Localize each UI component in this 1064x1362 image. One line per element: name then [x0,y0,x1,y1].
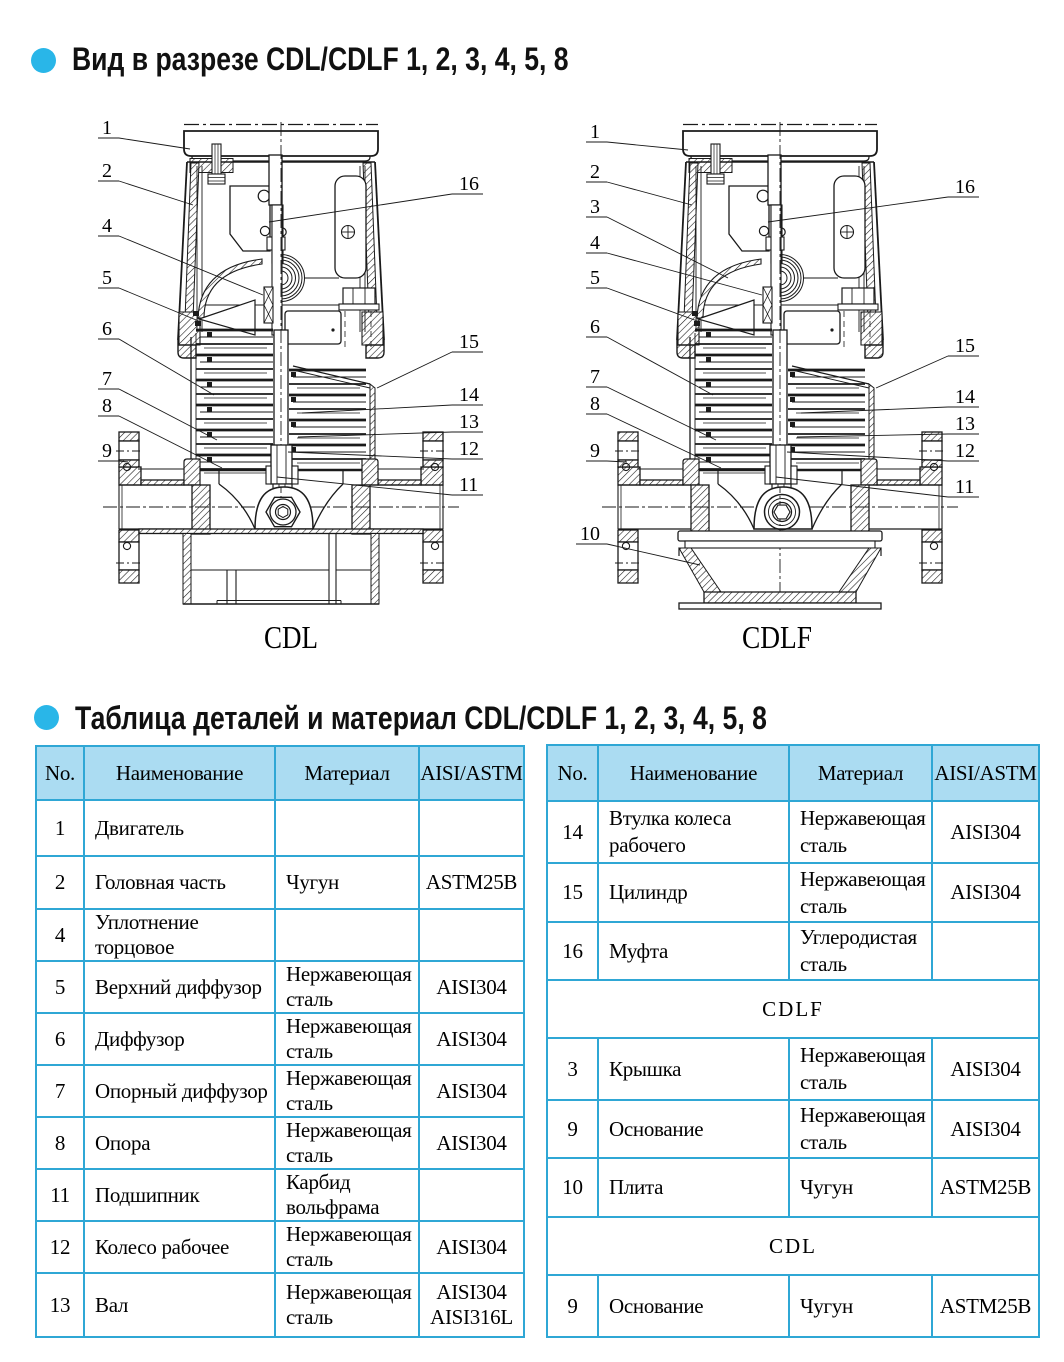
svg-text:7: 7 [102,368,112,390]
svg-text:9: 9 [590,440,600,462]
svg-text:14: 14 [955,386,975,408]
svg-text:4: 4 [102,215,112,237]
svg-text:6: 6 [102,318,112,340]
svg-text:8: 8 [102,395,112,417]
svg-text:CDL: CDL [264,619,318,655]
svg-text:16: 16 [459,173,479,195]
svg-text:7: 7 [590,366,600,388]
svg-text:6: 6 [590,316,600,338]
svg-text:9: 9 [102,440,112,462]
svg-text:15: 15 [955,335,975,357]
svg-text:12: 12 [955,440,975,462]
svg-text:3: 3 [590,196,600,218]
svg-text:5: 5 [102,267,112,289]
svg-text:CDLF: CDLF [742,619,812,655]
svg-text:16: 16 [955,176,975,198]
svg-text:10: 10 [580,523,600,545]
svg-text:11: 11 [955,476,974,498]
svg-text:2: 2 [102,160,112,182]
svg-text:1: 1 [102,117,112,139]
svg-text:5: 5 [590,267,600,289]
svg-text:15: 15 [459,331,479,353]
svg-text:13: 13 [955,413,975,435]
svg-text:4: 4 [590,232,600,254]
svg-text:11: 11 [459,474,478,496]
svg-text:2: 2 [590,161,600,183]
svg-text:8: 8 [590,393,600,415]
svg-text:14: 14 [459,384,479,406]
svg-text:1: 1 [590,121,600,143]
svg-text:13: 13 [459,411,479,433]
svg-text:12: 12 [459,438,479,460]
